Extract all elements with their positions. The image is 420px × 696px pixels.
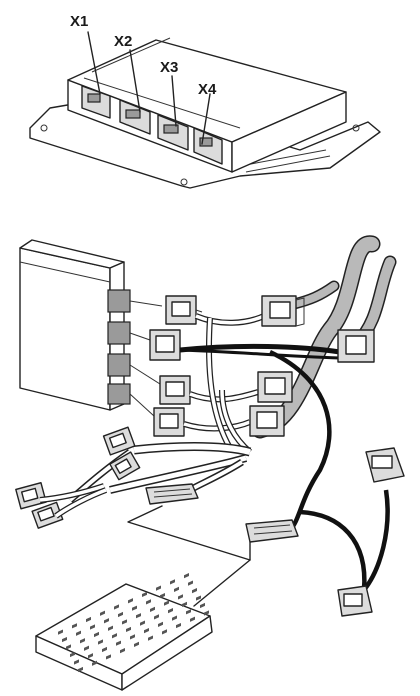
pin (66, 644, 71, 650)
pin (98, 639, 103, 645)
harness-connector-middle (257, 371, 293, 403)
pin (114, 604, 119, 610)
pin (92, 660, 97, 666)
loose-connectors-left (15, 426, 141, 529)
pin (148, 635, 153, 641)
pin (128, 598, 133, 604)
label-x3: X3 (160, 59, 178, 76)
connector-x4-plug (153, 407, 185, 437)
pin (204, 610, 209, 616)
pin (70, 651, 75, 658)
socket-x3 (157, 114, 189, 151)
pin (140, 620, 145, 626)
connector-x2-plug (149, 329, 181, 361)
pin (118, 611, 123, 618)
pin (80, 638, 85, 644)
pin (172, 615, 177, 621)
sub-d-connector-upper (145, 483, 199, 505)
pin (146, 599, 151, 605)
pin (158, 621, 163, 627)
pin (178, 594, 183, 600)
control-module-side (19, 239, 163, 417)
pin (100, 610, 105, 616)
pin (112, 633, 117, 639)
pin (200, 602, 205, 609)
socket-x1 (81, 85, 111, 119)
pin (168, 607, 173, 614)
pin (108, 625, 113, 631)
pin (150, 606, 155, 613)
pin (76, 630, 81, 636)
pin (130, 634, 135, 640)
black-cables (179, 343, 390, 592)
pin (88, 653, 93, 659)
connector-x3-plug (159, 375, 191, 405)
pin (144, 628, 149, 634)
pin (134, 641, 139, 647)
pin (176, 622, 181, 629)
harness-connector-lower (249, 405, 285, 437)
sub-d-connector-lower (245, 519, 299, 543)
loose-connector-right-bottom (337, 585, 373, 617)
pin (62, 636, 67, 643)
tester-lead-lines (127, 505, 251, 607)
pin (170, 579, 175, 585)
harness-connector-upper (261, 295, 305, 327)
loose-connector-right-top (365, 447, 405, 483)
socket-x4 (193, 127, 223, 165)
pin (136, 613, 141, 619)
pin (116, 640, 121, 646)
pin (94, 631, 99, 638)
pin (164, 600, 169, 606)
pin (188, 580, 193, 586)
pin (58, 629, 63, 635)
pin (72, 623, 77, 629)
breakout-box (35, 573, 213, 691)
pin (86, 616, 91, 623)
pin (154, 614, 159, 620)
pin (190, 616, 195, 622)
label-x1: X1 (70, 13, 88, 30)
pin (78, 666, 83, 673)
pin (122, 619, 127, 625)
pin (90, 624, 95, 630)
pin (126, 626, 131, 633)
pin (84, 645, 89, 651)
pin (132, 605, 137, 611)
pin (162, 629, 167, 635)
pin (186, 609, 191, 615)
connector-x1-plug (165, 295, 203, 325)
label-x4: X4 (198, 81, 217, 98)
pin (192, 587, 197, 594)
label-x2: X2 (114, 33, 132, 50)
pin (160, 593, 165, 599)
pin (142, 591, 147, 598)
control-module-top: X1 X2 X3 X4 (29, 13, 381, 189)
pin (196, 595, 201, 601)
pin (174, 586, 179, 592)
pin (102, 646, 107, 653)
harness-connector-right (337, 329, 375, 363)
pin (120, 648, 125, 654)
pin (74, 659, 79, 665)
pin (106, 654, 111, 660)
pin (182, 601, 187, 607)
pin (156, 585, 161, 591)
pin (104, 618, 109, 624)
breakout-box-pin-grid (58, 573, 209, 673)
pin (184, 573, 189, 579)
